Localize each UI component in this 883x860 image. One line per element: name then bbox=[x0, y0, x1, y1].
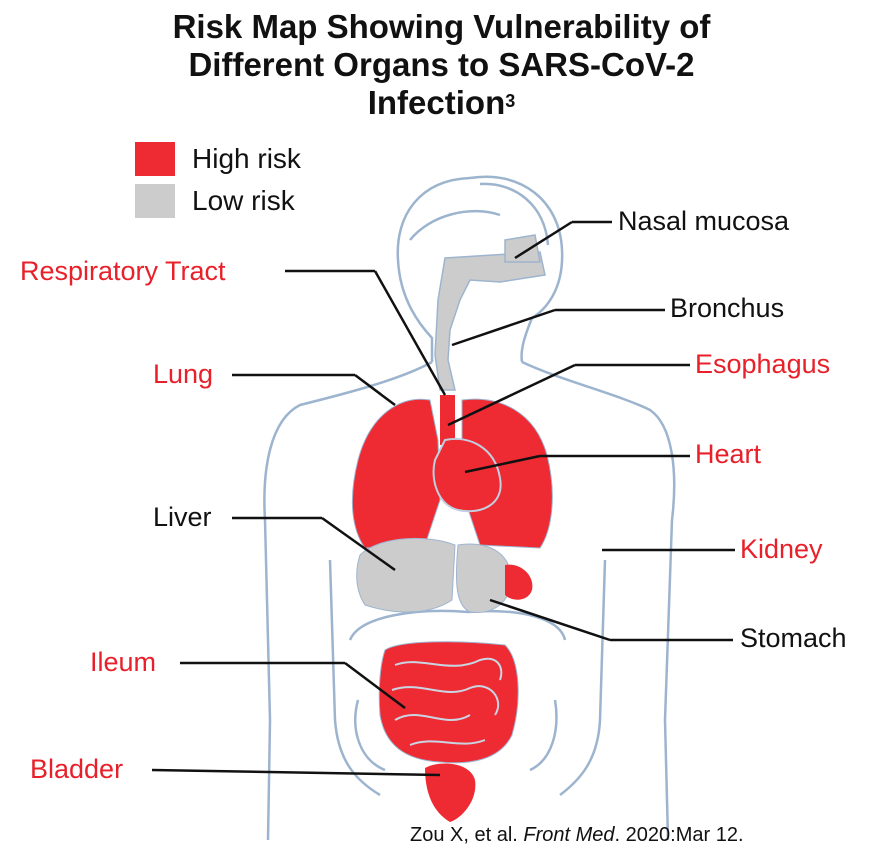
leader-bladder bbox=[152, 770, 440, 775]
label-respiratory-tract: Respiratory Tract bbox=[20, 256, 226, 287]
label-kidney: Kidney bbox=[740, 534, 823, 565]
label-heart: Heart bbox=[695, 439, 761, 470]
label-bladder: Bladder bbox=[30, 754, 123, 785]
label-liver: Liver bbox=[153, 502, 212, 533]
lung-left-shape bbox=[352, 399, 440, 548]
label-lung: Lung bbox=[153, 359, 213, 390]
liver-shape bbox=[357, 538, 455, 612]
leader-bronchus-2 bbox=[452, 310, 555, 345]
stomach-shape bbox=[456, 544, 510, 612]
label-bronchus: Bronchus bbox=[670, 293, 784, 324]
respiratory-tract-shape bbox=[435, 235, 545, 390]
citation-journal: Front Med bbox=[523, 824, 614, 846]
leader-respiratory-2 bbox=[375, 271, 445, 395]
citation-rest: . 2020:Mar 12. bbox=[615, 824, 744, 846]
citation: Zou X, et al. Front Med. 2020:Mar 12. bbox=[410, 824, 744, 847]
kidney-shape bbox=[505, 565, 532, 600]
leader-stomach-2 bbox=[490, 600, 610, 640]
label-ileum: Ileum bbox=[90, 647, 156, 678]
label-esophagus: Esophagus bbox=[695, 349, 830, 380]
bladder-shape bbox=[425, 764, 475, 822]
label-nasal-mucosa: Nasal mucosa bbox=[618, 206, 789, 237]
label-stomach: Stomach bbox=[740, 623, 847, 654]
esophagus-shape bbox=[440, 395, 455, 445]
citation-authors: Zou X, et al. bbox=[410, 824, 523, 846]
